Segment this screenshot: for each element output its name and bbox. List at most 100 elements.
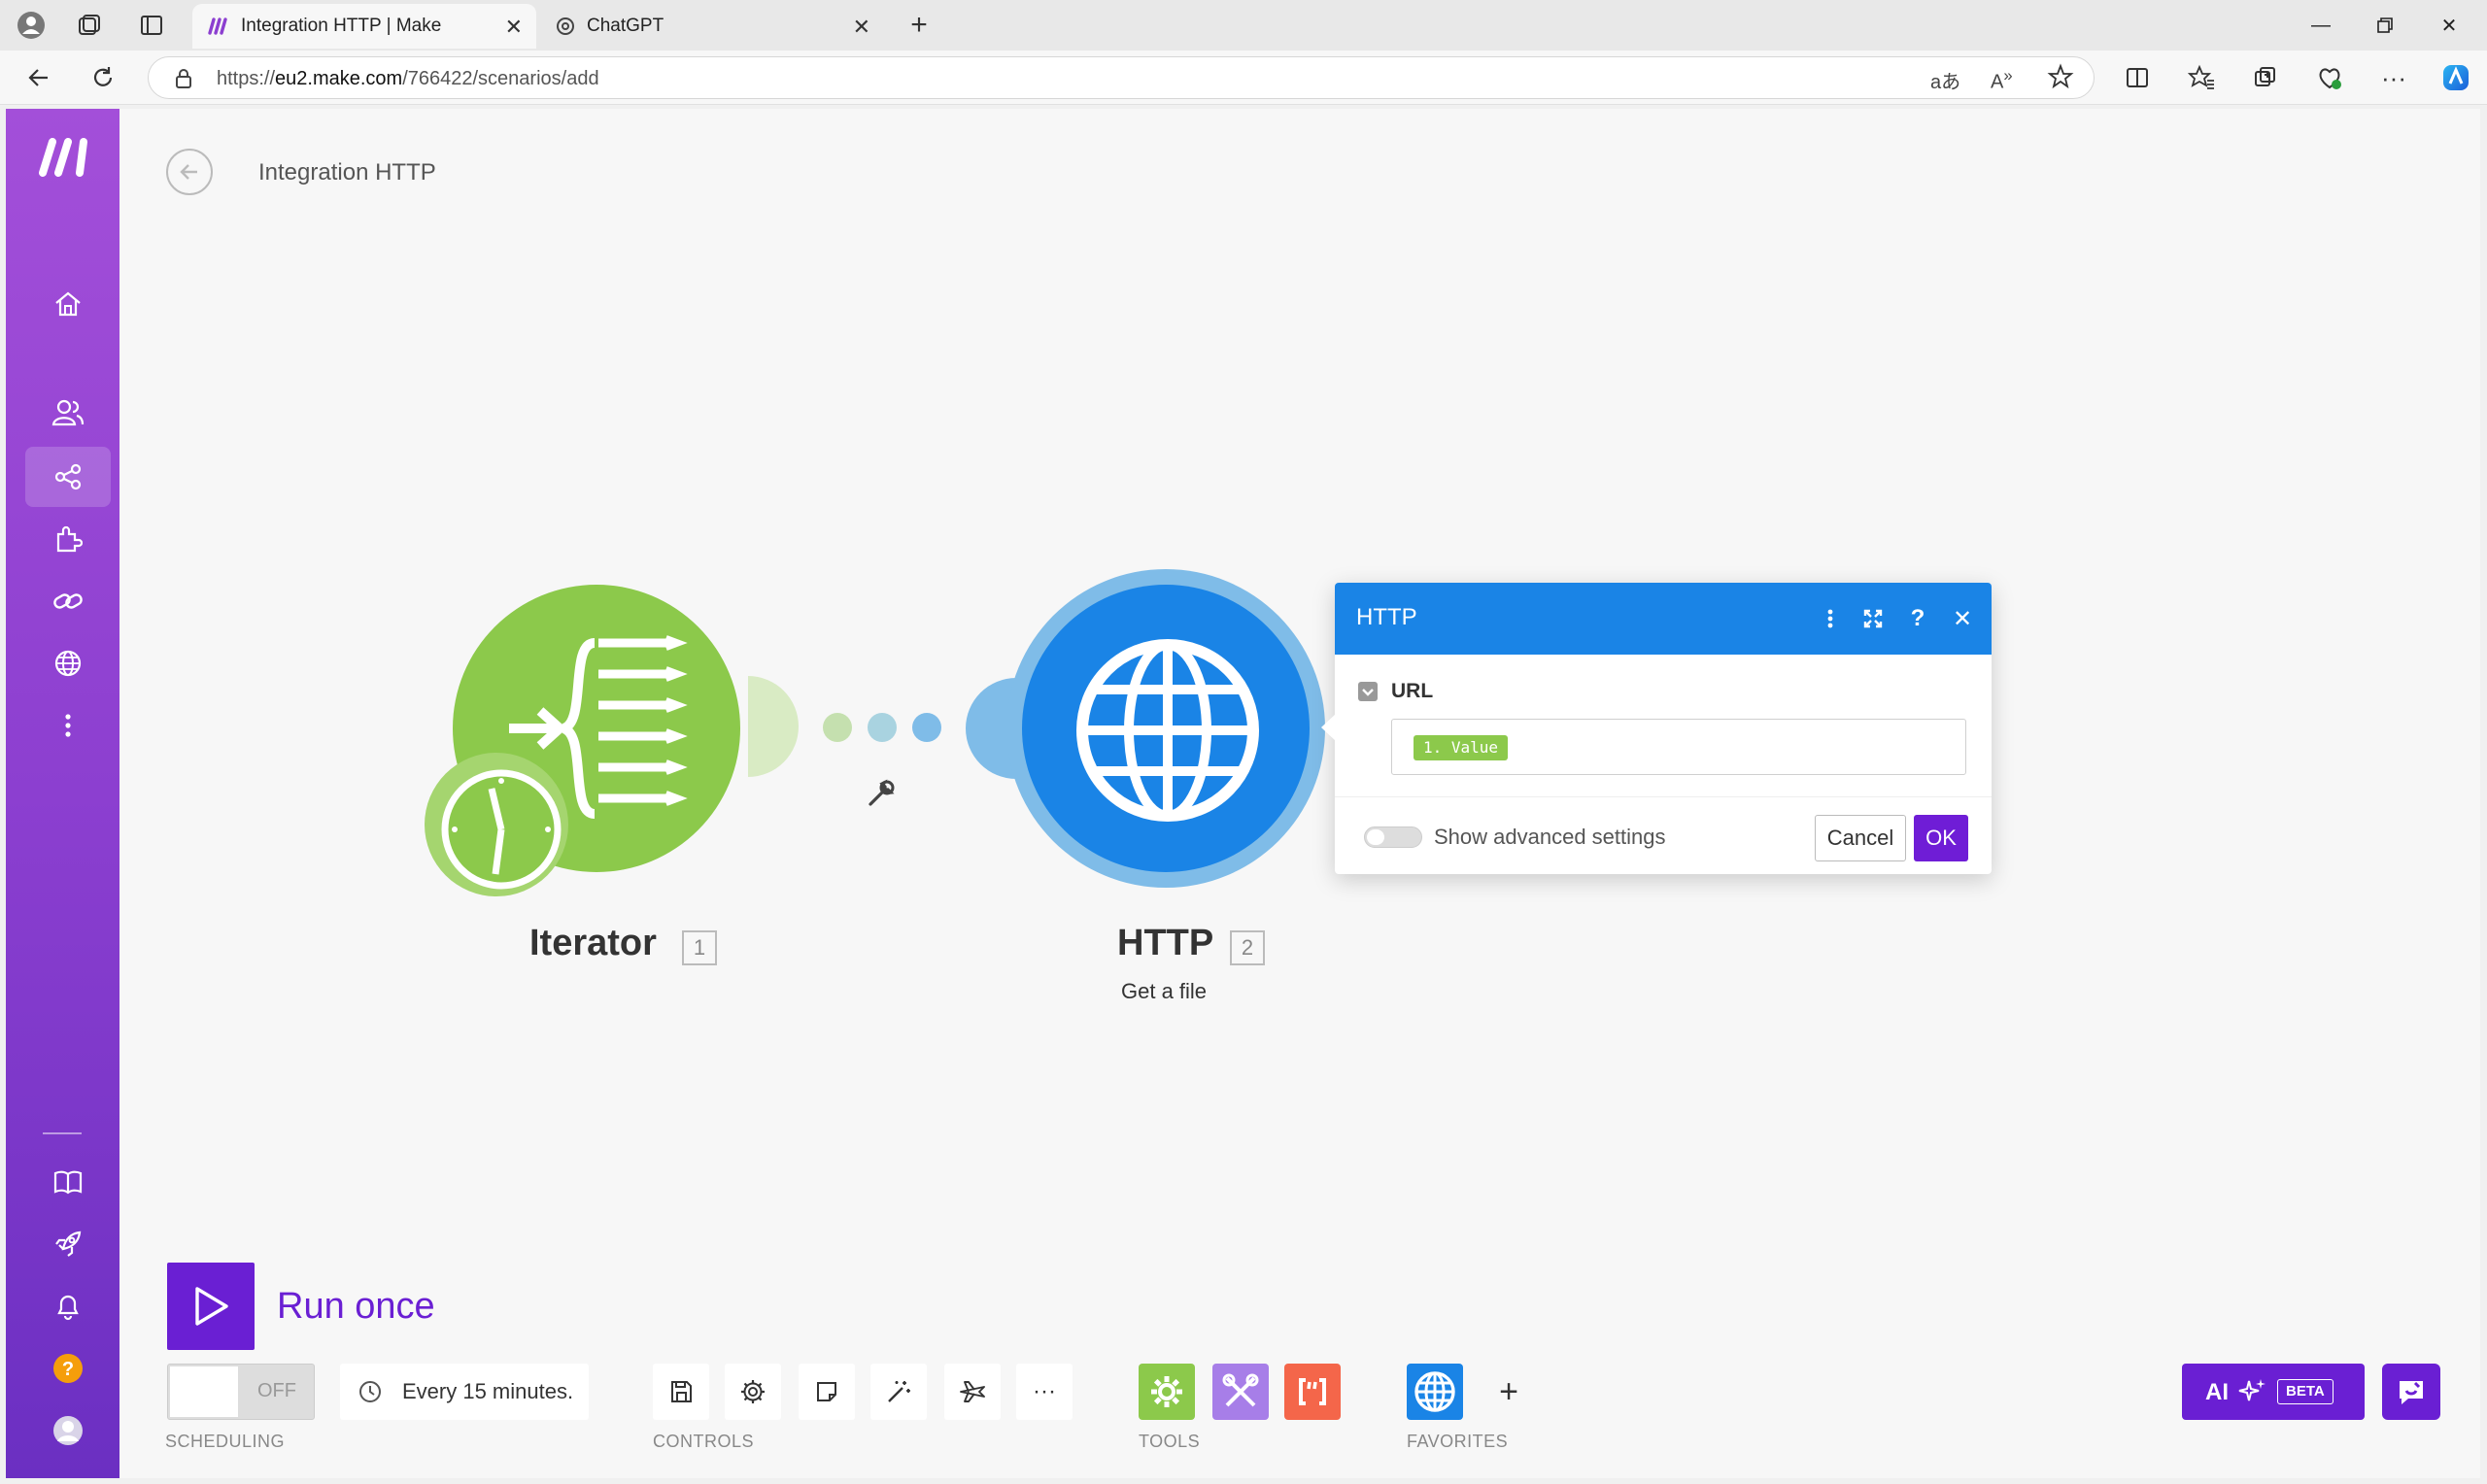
advanced-settings-label[interactable]: Show advanced settings bbox=[1434, 825, 1666, 849]
iterator-module-number: 1 bbox=[682, 930, 717, 965]
support-chat-icon[interactable] bbox=[2382, 1364, 2440, 1420]
browser-tab-bar: Integration HTTP | Make ✕ ChatGPT ✕ + — … bbox=[0, 0, 2487, 51]
read-aloud-icon[interactable]: A» bbox=[1991, 66, 2013, 93]
auto-align-wand-icon[interactable] bbox=[870, 1364, 927, 1420]
cancel-button[interactable]: Cancel bbox=[1815, 815, 1906, 861]
make-logo[interactable] bbox=[37, 138, 93, 177]
svg-text:?: ? bbox=[62, 1359, 74, 1380]
new-tab-button[interactable]: + bbox=[910, 9, 928, 41]
lock-icon bbox=[174, 68, 193, 89]
back-icon[interactable] bbox=[21, 60, 56, 95]
text-parser-icon[interactable] bbox=[1284, 1364, 1341, 1420]
favorites-icon[interactable] bbox=[2184, 60, 2219, 95]
rocket-icon[interactable] bbox=[25, 1214, 111, 1274]
dialog-menu-icon[interactable] bbox=[1817, 605, 1844, 632]
sparkle-icon bbox=[2238, 1377, 2267, 1406]
home-icon[interactable] bbox=[25, 274, 111, 334]
dialog-pointer bbox=[1319, 713, 1337, 742]
close-window-button[interactable]: ✕ bbox=[2440, 15, 2458, 37]
scheduling-state: OFF bbox=[257, 1380, 296, 1401]
clock-icon bbox=[358, 1379, 383, 1404]
docs-icon[interactable] bbox=[25, 1152, 111, 1212]
iterator-icon bbox=[501, 629, 696, 824]
url-input[interactable]: 1. Value bbox=[1391, 719, 1966, 775]
ok-button[interactable]: OK bbox=[1914, 815, 1968, 861]
make-tab-icon bbox=[208, 17, 229, 35]
workspaces-icon[interactable] bbox=[70, 8, 109, 43]
settings-gear-icon[interactable] bbox=[725, 1364, 781, 1420]
chatgpt-tab-icon bbox=[556, 17, 575, 36]
iterator-output-handle[interactable] bbox=[748, 676, 802, 777]
wrench-icon[interactable] bbox=[865, 777, 898, 810]
split-screen-icon[interactable] bbox=[2120, 60, 2155, 95]
restore-button[interactable] bbox=[2353, 0, 2417, 51]
explain-flow-plane-icon[interactable] bbox=[944, 1364, 1001, 1420]
http-module-number: 2 bbox=[1230, 930, 1265, 965]
translate-icon[interactable]: aあ bbox=[1930, 72, 1961, 93]
schedule-clock-icon[interactable] bbox=[424, 752, 569, 897]
profile-avatar-icon[interactable] bbox=[25, 1400, 111, 1461]
help-icon[interactable]: ? bbox=[25, 1338, 111, 1399]
run-once-label[interactable]: Run once bbox=[277, 1286, 435, 1327]
scheduling-toggle[interactable]: OFF bbox=[167, 1364, 315, 1420]
run-once-button[interactable] bbox=[167, 1263, 255, 1350]
connection-dots[interactable] bbox=[822, 713, 944, 742]
field-collapse-checkbox[interactable] bbox=[1358, 682, 1378, 701]
ai-assistant-button[interactable]: AI BETA bbox=[2182, 1364, 2365, 1420]
tab-make[interactable]: Integration HTTP | Make ✕ bbox=[192, 4, 536, 49]
http-input-handle[interactable] bbox=[962, 678, 1016, 779]
url-text: https://eu2.make.com/766422/scenarios/ad… bbox=[217, 68, 599, 90]
url-field-label: URL bbox=[1391, 680, 1434, 702]
webhooks-icon[interactable] bbox=[25, 633, 111, 693]
ai-label: AI bbox=[2205, 1379, 2229, 1405]
profile-icon[interactable] bbox=[12, 8, 51, 43]
bell-icon[interactable] bbox=[25, 1276, 111, 1336]
copilot-icon[interactable] bbox=[2438, 60, 2473, 95]
http-favorite-globe-icon[interactable] bbox=[1407, 1364, 1463, 1420]
beta-badge: BETA bbox=[2277, 1379, 2334, 1404]
notes-icon[interactable] bbox=[799, 1364, 855, 1420]
http-module-name: HTTP bbox=[1117, 923, 1214, 963]
scenarios-icon[interactable] bbox=[25, 447, 111, 507]
globe-icon bbox=[1073, 635, 1263, 826]
save-icon[interactable] bbox=[653, 1364, 709, 1420]
more-controls-icon[interactable]: ··· bbox=[1016, 1364, 1073, 1420]
controls-label: CONTROLS bbox=[653, 1432, 755, 1451]
tools-wrench-icon[interactable] bbox=[1212, 1364, 1269, 1420]
more-icon[interactable]: ··· bbox=[2381, 62, 2406, 92]
expand-icon[interactable] bbox=[1859, 605, 1887, 632]
back-arrow-icon[interactable] bbox=[165, 148, 214, 196]
minimize-button[interactable]: — bbox=[2311, 14, 2331, 36]
dialog-title: HTTP bbox=[1356, 604, 1417, 630]
dialog-footer: Show advanced settings Cancel OK bbox=[1335, 796, 1992, 874]
http-module-subtitle: Get a file bbox=[1121, 979, 1208, 1003]
schedule-interval-text: Every 15 minutes. bbox=[402, 1379, 574, 1403]
sidebar-divider bbox=[43, 1132, 82, 1134]
extensions-icon[interactable] bbox=[2312, 60, 2347, 95]
help-icon[interactable]: ? bbox=[1910, 605, 1925, 631]
tab-label: Integration HTTP | Make bbox=[241, 16, 442, 36]
tab-actions-icon[interactable] bbox=[132, 8, 171, 43]
more-vertical-icon[interactable] bbox=[25, 695, 111, 756]
collections-icon[interactable] bbox=[2248, 60, 2283, 95]
add-favorite-button[interactable]: + bbox=[1499, 1372, 1518, 1410]
close-icon[interactable]: ✕ bbox=[504, 15, 523, 39]
tab-chatgpt[interactable]: ChatGPT ✕ bbox=[540, 4, 884, 49]
scenario-title[interactable]: Integration HTTP bbox=[258, 159, 436, 186]
url-domain: eu2.make.com bbox=[275, 68, 403, 89]
iterator-module-name: Iterator bbox=[529, 923, 657, 963]
dialog-header: HTTP ? ✕ bbox=[1335, 583, 1992, 655]
team-icon[interactable] bbox=[25, 383, 111, 443]
url-field[interactable]: https://eu2.make.com/766422/scenarios/ad… bbox=[148, 56, 2095, 99]
apps-icon[interactable] bbox=[25, 509, 111, 569]
close-icon[interactable]: ✕ bbox=[852, 15, 870, 39]
mapped-value-pill[interactable]: 1. Value bbox=[1414, 735, 1509, 760]
flow-control-gear-icon[interactable] bbox=[1139, 1364, 1195, 1420]
favorite-star-icon[interactable] bbox=[2047, 63, 2074, 90]
advanced-settings-toggle[interactable] bbox=[1364, 826, 1422, 848]
schedule-interval-button[interactable]: Every 15 minutes. bbox=[340, 1364, 589, 1420]
url-path: /766422/scenarios/add bbox=[402, 68, 599, 89]
refresh-icon[interactable] bbox=[85, 60, 120, 95]
connections-icon[interactable] bbox=[25, 571, 111, 631]
close-icon[interactable]: ✕ bbox=[1952, 605, 1973, 632]
